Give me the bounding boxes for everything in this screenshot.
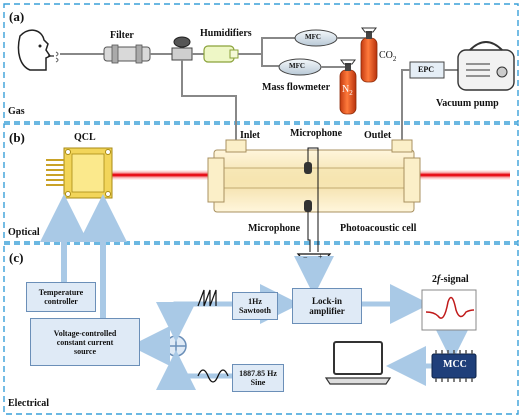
mcc-label: MCC — [443, 359, 467, 370]
co2-label: CO2 — [379, 50, 397, 63]
n2-label: N2 — [342, 84, 353, 97]
2f-signal-plot — [421, 289, 477, 331]
vccs-line3: source — [73, 346, 97, 356]
panel-a-section: Gas — [8, 106, 25, 117]
sawtooth-line1: 1Hz — [248, 297, 262, 306]
mfc-bottom-label: MFC — [289, 62, 305, 70]
amp-plus-label: + — [318, 252, 323, 261]
panel-a-border — [3, 3, 519, 123]
qcl-icon — [46, 147, 113, 199]
lockin-box: Lock-in amplifier — [292, 288, 362, 324]
sawtooth-icon — [197, 289, 217, 307]
sine-line1: 1887.85 Hz — [239, 369, 277, 378]
panel-a-label: (a) — [9, 9, 25, 24]
sine-icon — [197, 369, 229, 383]
vccs-line2: constant current — [56, 337, 114, 347]
laptop-icon — [324, 341, 392, 385]
sine-box: 1887.85 Hz Sine — [232, 364, 284, 392]
lockin-line1: Lock-in — [311, 296, 342, 306]
sawtooth-box: 1Hz Sawtooth — [232, 292, 278, 320]
microphone-top-icon — [304, 162, 312, 174]
vccs-box: Voltage-controlled constant current sour… — [30, 318, 140, 366]
vacuum-pump-icon — [457, 41, 515, 91]
mfc-top-label: MFC — [305, 33, 321, 41]
panel-b-label: (b) — [9, 130, 25, 145]
humidifiers-label: Humidifiers — [200, 28, 252, 39]
mass-flowmeter-label: Mass flowmeter — [262, 82, 331, 93]
valve-icon — [171, 36, 193, 61]
vacuum-pump-label: Vacuum pump — [436, 98, 499, 109]
humidifier-icon — [203, 45, 239, 63]
co2-cylinder-icon — [360, 27, 378, 83]
person-head-icon — [17, 29, 59, 71]
summing-junction-icon — [165, 335, 187, 357]
inlet-label: Inlet — [240, 130, 260, 141]
microphone-bottom-label: Microphone — [248, 223, 301, 234]
microphone-bottom-icon — [304, 200, 312, 212]
epc-label: EPC — [418, 65, 434, 74]
outlet-label: Outlet — [364, 130, 392, 141]
panel-c-border — [3, 243, 519, 415]
sine-line2: Sine — [250, 378, 266, 387]
filter-icon — [103, 44, 151, 64]
photoacoustic-cell-label: Photoacoustic cell — [340, 223, 417, 234]
panel-c-section: Electrical — [8, 398, 50, 409]
temperature-controller-box: Temperature controller — [26, 282, 96, 312]
photoacoustic-cell-icon — [207, 139, 421, 213]
amp-minus-label: − — [303, 253, 308, 262]
panel-b-section: Optical — [8, 227, 40, 238]
qcl-label: QCL — [74, 132, 96, 143]
2f-signal-label: 2f-signal — [432, 274, 469, 285]
sawtooth-line2: Sawtooth — [238, 306, 271, 315]
lockin-line2: amplifier — [309, 306, 345, 316]
temperature-controller-line1: Temperature — [38, 288, 84, 297]
panel-c-label: (c) — [9, 250, 24, 265]
filter-label: Filter — [110, 30, 134, 41]
panel-b-border — [3, 123, 519, 243]
n2-cylinder-icon — [339, 59, 357, 115]
microphone-top-label: Microphone — [290, 128, 343, 139]
temperature-controller-line2: controller — [44, 297, 78, 306]
mcc-chip-icon — [431, 350, 477, 382]
vccs-line1: Voltage-controlled — [53, 328, 117, 338]
